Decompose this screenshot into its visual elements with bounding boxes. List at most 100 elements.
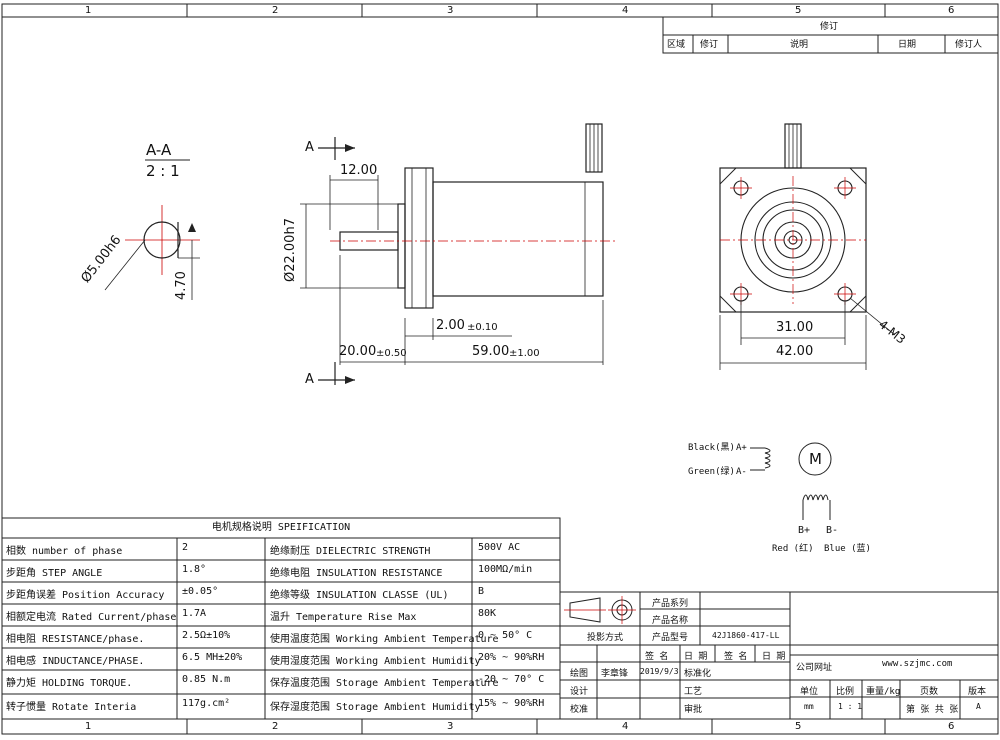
wire-b-minus: B- [826, 525, 839, 536]
spec-cell-p2: 温升 Temperature Rise Max [270, 612, 417, 623]
spec-cell-v2: -20 ~ 70° C [478, 674, 545, 685]
column-number: 3 [447, 721, 454, 732]
wire-green-label: Green(绿) [688, 467, 735, 477]
tb-approve: 审批 [684, 705, 703, 715]
column-number: 2 [272, 5, 279, 16]
tb-date-left: 日 期 [684, 652, 708, 662]
wire-black-label: Black(黑) [688, 443, 735, 453]
dim-pilot-diameter: Ø22.00h7 [283, 218, 298, 282]
spec-cell-p1: 步距角 STEP ANGLE [6, 568, 103, 579]
revision-header: 区域 [667, 40, 686, 50]
spec-cell-p2: 保存温度范围 Storage Ambient Temperature [270, 678, 499, 689]
spec-cell-p1: 相数 number of phase [6, 546, 123, 557]
dim-2-value: 2.00 [436, 318, 465, 333]
tb-date-right: 日 期 [762, 652, 786, 662]
spec-cell-p2: 绝缘耐压 DIELECTRIC STRENGTH [270, 546, 431, 557]
column-number: 4 [622, 5, 629, 16]
tb-unit-value: mm [804, 702, 814, 711]
tb-version-value: A [976, 702, 981, 711]
tb-design: 设计 [570, 687, 589, 697]
tb-draw-date: 2019/9/3 [640, 667, 679, 676]
wire-red-label: Red (红) [772, 544, 814, 554]
tb-weight-label: 重量/kg [866, 687, 901, 697]
spec-cell-v2: 500V AC [478, 542, 521, 553]
spec-cell-v1: 2 [182, 542, 189, 553]
spec-cell-v2: 20% ~ 90%RH [478, 652, 545, 663]
tb-name-label: 产品名称 [652, 616, 689, 626]
spec-cell-v1: 2.5Ω±10% [182, 630, 231, 641]
dim-20-value: 20.00 [339, 344, 377, 359]
dim-59-tol: ±1.00 [509, 348, 540, 359]
column-number: 5 [795, 5, 802, 16]
spec-cell-v1: 1.7A [182, 608, 207, 619]
tb-draw-label: 绘图 [570, 669, 589, 679]
spec-cell-v1: 117g.cm² [182, 698, 231, 709]
tb-projection-label: 投影方式 [587, 633, 624, 643]
wire-a-minus: A- [736, 467, 747, 477]
wire-blue-label: Blue (蓝) [824, 544, 871, 554]
spec-cell-p2: 使用湿度范围 Working Ambient Humidity [270, 656, 481, 667]
spec-cell-p1: 相额定电流 Rated Current/phase [6, 612, 177, 623]
wire-a-plus: A+ [736, 443, 747, 453]
tb-ratio-label: 比例 [836, 687, 855, 697]
tb-process: 工艺 [684, 687, 703, 697]
spec-cell-v2: 15% ~ 90%RH [478, 698, 545, 709]
spec-cell-p2: 绝缘电阻 INSULATION RESISTANCE [270, 568, 443, 579]
column-number: 1 [85, 721, 92, 732]
spec-cell-p1: 相电阻 RESISTANCE/phase. [6, 634, 145, 645]
spec-cell-v1: 1.8° [182, 564, 207, 575]
spec-cell-v1: ±0.05° [182, 586, 219, 597]
spec-cell-p1: 静力矩 HOLDING TORQUE. [6, 678, 133, 689]
tb-unit-label: 单位 [800, 687, 819, 697]
column-number: 4 [622, 721, 629, 732]
tb-company-label: 公司网址 [796, 663, 833, 673]
spec-title: 电机规格说明 SPEIFICATION [211, 522, 351, 533]
revision-title: 修订 [820, 22, 839, 32]
dim-59-value: 59.00 [472, 344, 510, 359]
spec-cell-v2: 100MΩ/min [478, 564, 533, 575]
tb-page-text: 第 张 共 张 [906, 705, 959, 715]
tb-company: www.szjmc.com [882, 659, 953, 669]
tb-sign-right: 签 名 [724, 652, 748, 662]
shaft-flat-dim: 4.70 [174, 271, 189, 300]
section-mark: A [305, 140, 314, 155]
tb-sign-left: 签 名 [645, 652, 669, 662]
section-mark: A [305, 372, 314, 387]
column-number: 3 [447, 5, 454, 16]
motor-icon: M [809, 450, 822, 468]
column-number: 6 [948, 721, 955, 732]
column-number: 1 [85, 5, 92, 16]
spec-cell-p1: 转子惯量 Rotate Interia [6, 702, 137, 713]
spec-cell-p2: 绝缘等级 INSULATION CLASSE (UL) [270, 590, 449, 601]
tb-pages-label: 页数 [920, 687, 939, 697]
spec-cell-v2: 80K [478, 608, 497, 619]
column-number: 2 [272, 721, 279, 732]
revision-header: 说明 [790, 40, 809, 50]
spec-cell-p1: 步距角误差 Position Accuracy [6, 590, 165, 601]
tb-ratio-value: 1 : 1 [838, 702, 863, 711]
section-label: A-A [146, 141, 172, 159]
tb-check: 校准 [570, 705, 589, 715]
spec-cell-p1: 相电感 INDUCTANCE/PHASE. [6, 656, 145, 667]
revision-header: 日期 [898, 40, 917, 50]
dim-31: 31.00 [776, 320, 814, 335]
tb-model: 42J1860-417-LL [712, 631, 780, 640]
tb-model-label: 产品型号 [652, 633, 689, 643]
revision-header: 修订人 [955, 40, 983, 50]
column-number: 6 [948, 5, 955, 16]
spec-cell-v2: 0 ~ 50° C [478, 630, 533, 641]
tb-drawer: 李章锋 [601, 669, 629, 679]
column-number: 5 [795, 721, 802, 732]
dim-42: 42.00 [776, 344, 814, 359]
tb-series-label: 产品系列 [652, 599, 689, 609]
dim-2-tol: ±0.10 [467, 322, 498, 333]
spec-cell-v2: B [478, 586, 485, 597]
wire-b-plus: B+ [798, 525, 811, 536]
revision-header: 修订 [700, 40, 719, 50]
dim-12: 12.00 [340, 163, 378, 178]
tb-standard: 标准化 [684, 669, 712, 679]
tb-version-label: 版本 [968, 687, 987, 697]
spec-cell-v1: 6.5 MH±20% [182, 652, 243, 663]
